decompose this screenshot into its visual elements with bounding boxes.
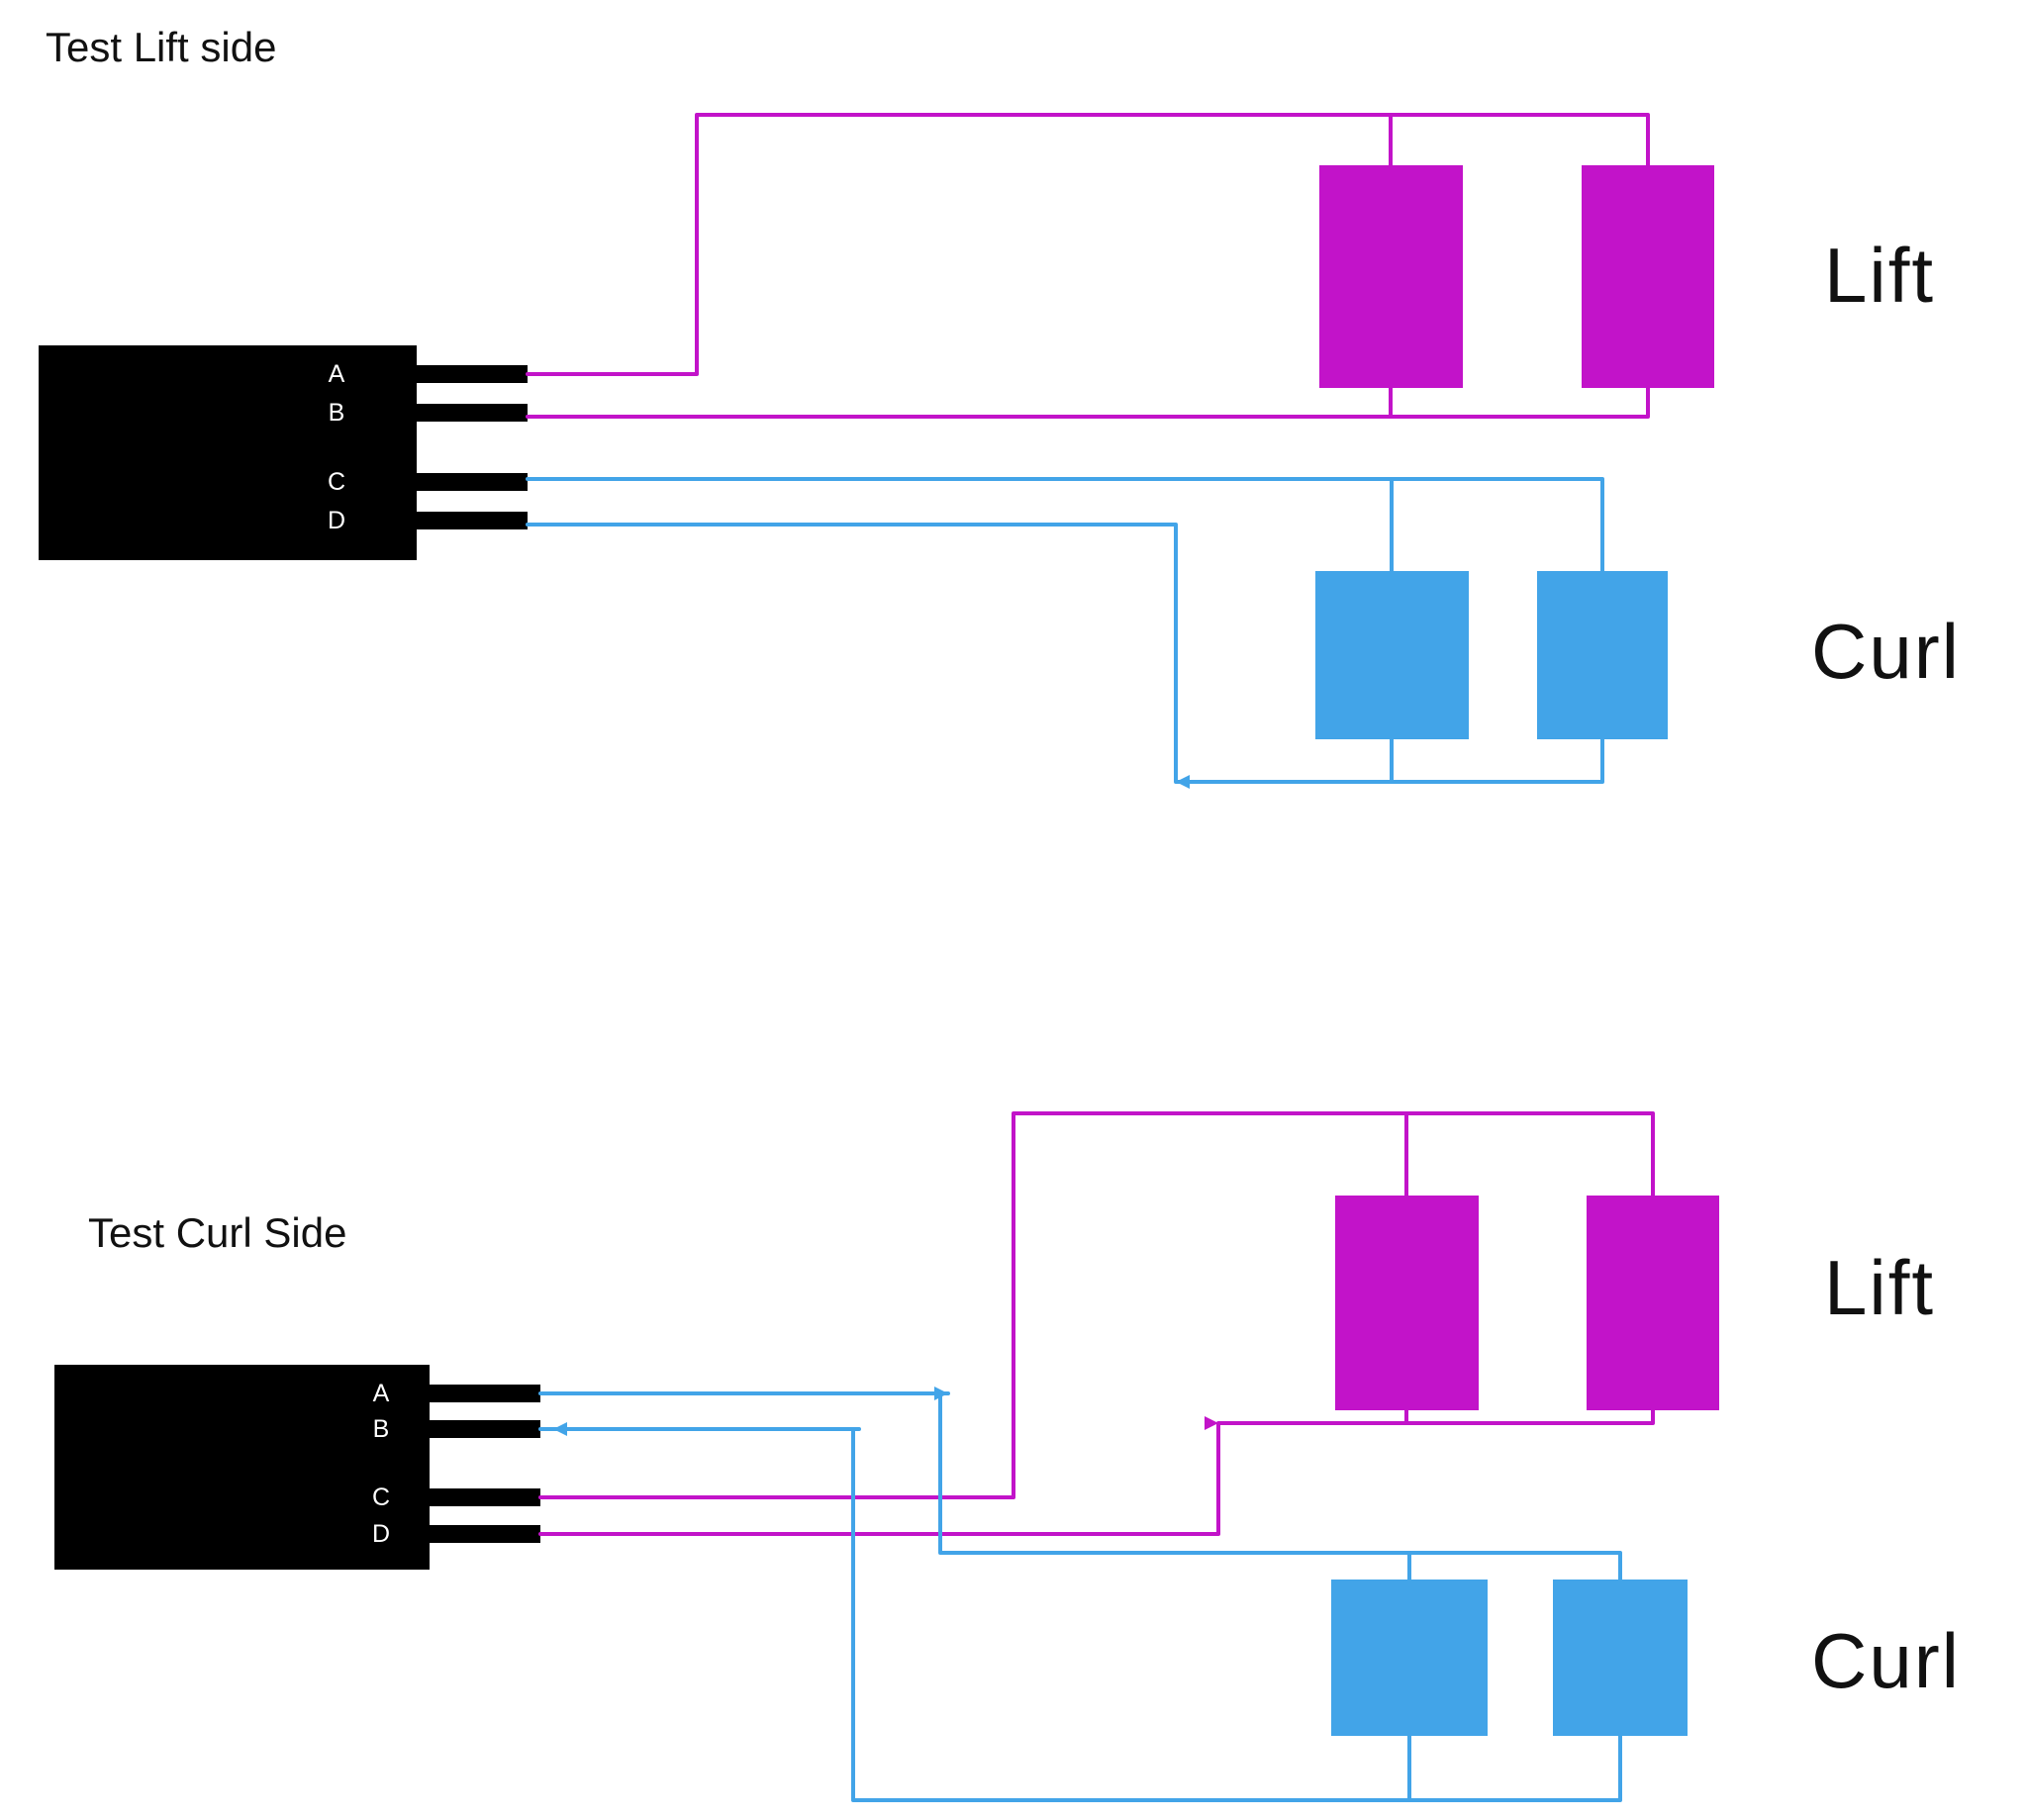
pin-stub-a [417, 365, 528, 383]
pin-label-b: B [329, 399, 345, 427]
section-title: Test Curl Side [88, 1209, 346, 1256]
curl-motor-1 [1315, 571, 1469, 739]
wire-arrowhead [934, 1387, 948, 1400]
pin-stub-b [417, 404, 528, 422]
connector-block [39, 345, 417, 560]
pin-stub-c [430, 1488, 540, 1506]
curl-label: Curl [1811, 1617, 1961, 1704]
lift-wire-pin-a [526, 113, 1650, 376]
wire-arrowhead [1176, 775, 1190, 789]
lift-label: Lift [1824, 1244, 1935, 1331]
pin-label-d: D [372, 1520, 390, 1548]
section-title: Test Lift side [46, 24, 276, 70]
connector-block [54, 1365, 430, 1570]
lift-motor-2 [1582, 165, 1714, 388]
section-test-lift-side: Test Lift side A B C D Lift Curl [39, 24, 1961, 789]
lift-motor-1 [1319, 165, 1463, 388]
pin-stub-c [417, 473, 528, 491]
pin-stub-d [430, 1525, 540, 1543]
section-test-curl-side: Test Curl Side A B C D Lift Curl [54, 1111, 1961, 1802]
pin-stub-b [430, 1420, 540, 1438]
pin-label-d: D [328, 507, 345, 534]
pin-label-c: C [328, 468, 345, 496]
wire-arrowhead [1205, 1416, 1218, 1430]
pin-label-a: A [373, 1380, 390, 1407]
lift-wire-pin-b [526, 386, 1650, 419]
pin-stub-d [417, 512, 528, 529]
pin-label-c: C [372, 1484, 390, 1511]
curl-label: Curl [1811, 608, 1961, 695]
wire-arrowhead [553, 1422, 567, 1436]
curl-motor-2 [1553, 1580, 1688, 1736]
curl-wire-pin-b [538, 1427, 1622, 1802]
pin-label-a: A [329, 360, 345, 388]
pin-label-b: B [373, 1415, 390, 1443]
curl-wire-pin-c [526, 477, 1604, 573]
lift-label: Lift [1824, 232, 1935, 319]
curl-motor-1 [1331, 1580, 1488, 1736]
lift-wire-pin-c [538, 1111, 1655, 1499]
lift-motor-2 [1587, 1196, 1719, 1410]
curl-motor-2 [1537, 571, 1668, 739]
lift-motor-1 [1335, 1196, 1479, 1410]
curl-wire-pin-a [538, 1391, 1622, 1581]
pin-stub-a [430, 1385, 540, 1402]
